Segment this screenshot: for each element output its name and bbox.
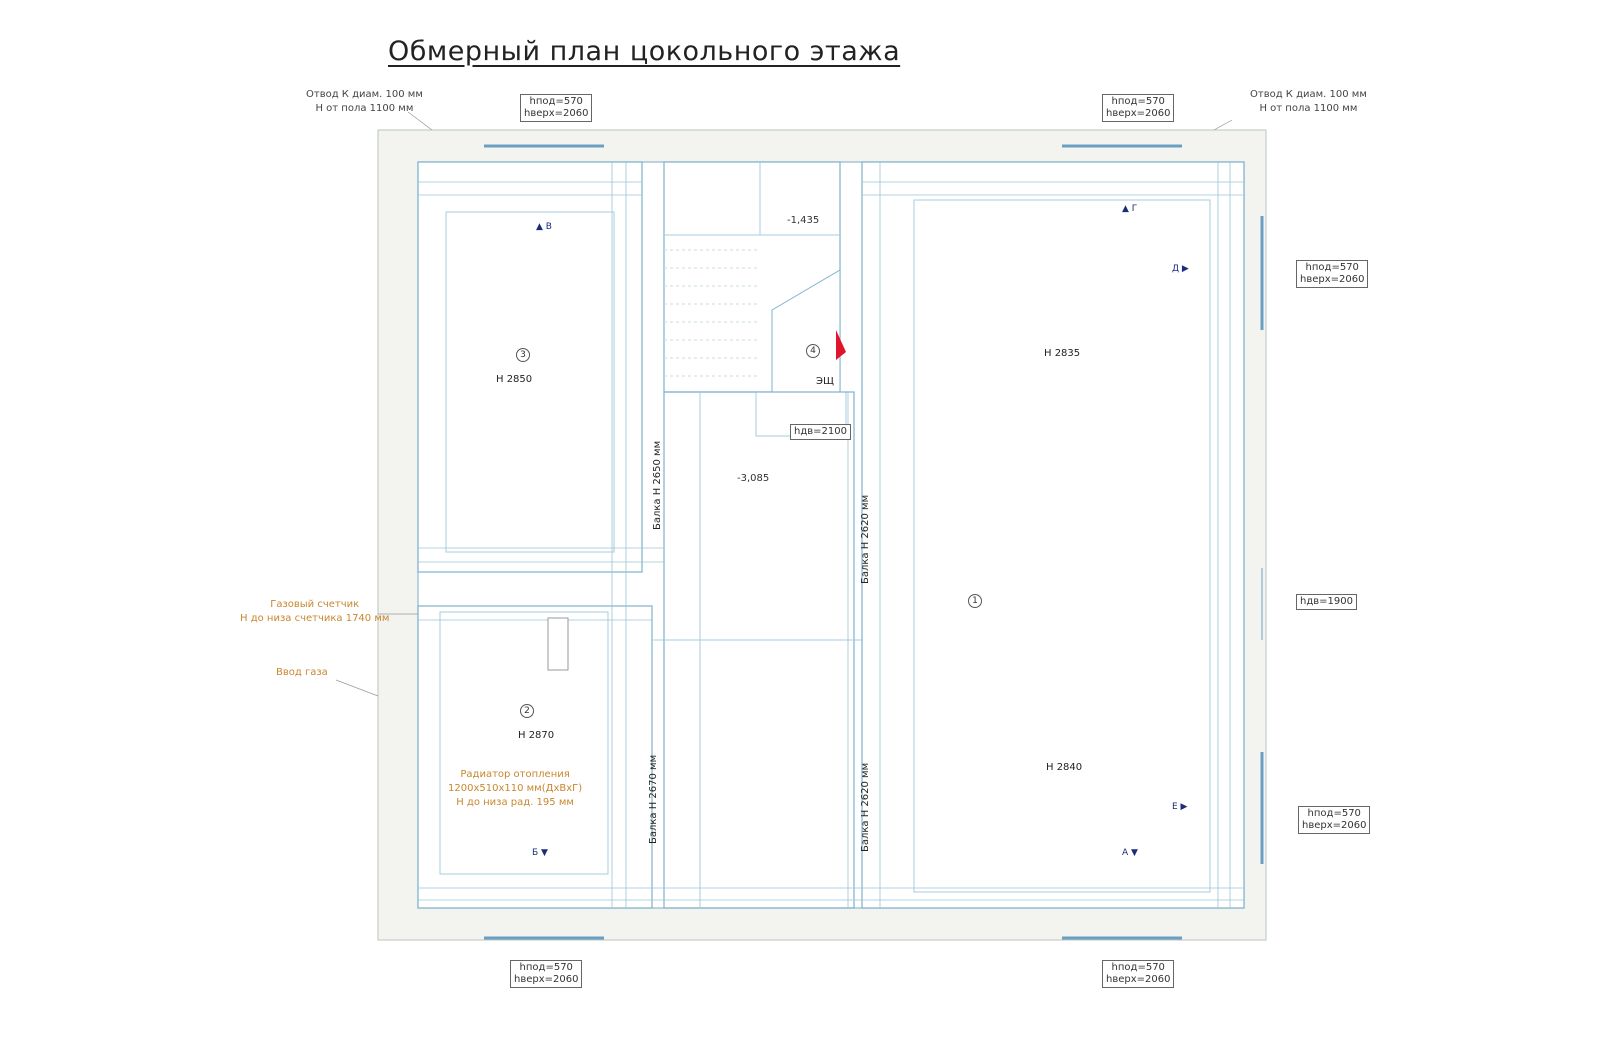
gas-meter — [547, 617, 569, 671]
room-3-number: 3 — [516, 348, 530, 362]
room-4-number: 4 — [806, 344, 820, 358]
section-mark-b: Б ▼ — [532, 848, 548, 858]
door-tag-right-mid: hдв=1900 — [1296, 594, 1357, 610]
level-lower: -3,085 — [737, 473, 770, 484]
section-mark-e: Е ▶ — [1172, 802, 1188, 812]
beam-label-4: Балка Н 2620 мм — [860, 762, 871, 852]
room-2-height: Н 2870 — [518, 730, 555, 741]
level-upper: -1,435 — [787, 215, 820, 226]
section-mark-d: Д ▶ — [1172, 264, 1189, 274]
room-3-height: Н 2850 — [496, 374, 533, 385]
beam-label-3: Балка Н 2670 мм — [648, 754, 659, 844]
room-2-number: 2 — [520, 704, 534, 718]
panel-marker — [836, 330, 846, 360]
corridor-outline — [663, 391, 855, 909]
room-1-height-bottom: Н 2840 — [1046, 762, 1083, 773]
beam-label-1: Балка Н 2650 мм — [652, 440, 663, 530]
door-tag-stair: hдв=2100 — [790, 424, 851, 440]
electrical-panel-label: ЭЩ — [816, 376, 834, 387]
page-title: Обмерный план цокольного этажа — [388, 36, 901, 67]
note-gas-inlet: Ввод газа — [276, 667, 328, 678]
beam-label-2: Балка Н 2620 мм — [860, 494, 871, 584]
section-mark-a: А ▼ — [1122, 848, 1138, 858]
section-mark-v: ▲ В — [536, 222, 552, 232]
room-1-number: 1 — [968, 594, 982, 608]
section-mark-g: ▲ Г — [1122, 204, 1138, 214]
room-1-height-top: Н 2835 — [1044, 348, 1081, 359]
room-2-outline — [417, 605, 653, 909]
stair-block — [663, 161, 841, 393]
room-3-outline — [417, 161, 643, 573]
room-1-outline — [861, 161, 1245, 909]
